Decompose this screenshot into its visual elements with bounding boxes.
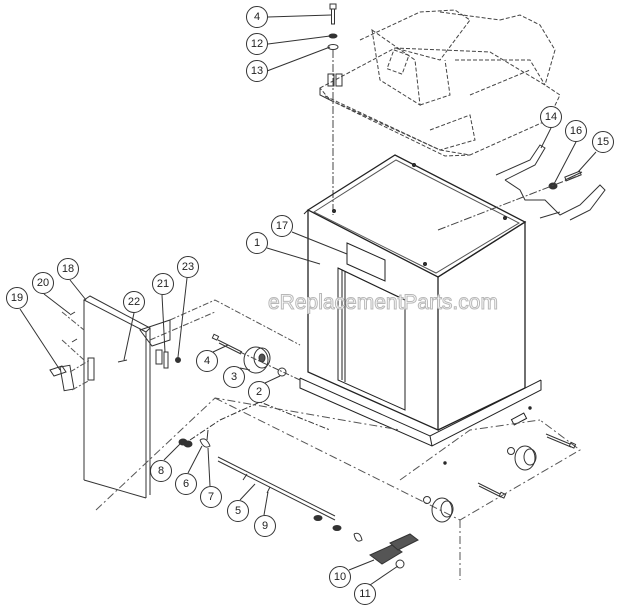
callout-5[interactable]: 5 xyxy=(227,500,249,522)
assembly-dash-lines xyxy=(96,398,580,580)
pedal-rod xyxy=(179,402,418,568)
callout-9[interactable]: 9 xyxy=(254,515,276,537)
callout-22[interactable]: 22 xyxy=(123,291,145,313)
callout-14[interactable]: 14 xyxy=(540,106,562,128)
callout-10[interactable]: 10 xyxy=(329,566,351,588)
bracket-assembly xyxy=(496,145,605,220)
callout-13[interactable]: 13 xyxy=(246,60,268,82)
top-bolt-4 xyxy=(328,4,338,50)
callout-23[interactable]: 23 xyxy=(177,256,199,278)
door-dash-lines xyxy=(62,300,300,390)
callout-17[interactable]: 17 xyxy=(271,215,293,237)
callout-2[interactable]: 2 xyxy=(248,381,270,403)
callout-21[interactable]: 21 xyxy=(152,273,174,295)
callout-15[interactable]: 15 xyxy=(592,131,614,153)
callout-12[interactable]: 12 xyxy=(246,33,268,55)
callout-6[interactable]: 6 xyxy=(175,473,197,495)
machine-head-tabs xyxy=(320,74,342,100)
callout-19[interactable]: 19 xyxy=(6,287,28,309)
callout-20[interactable]: 20 xyxy=(32,272,54,294)
casters-rear xyxy=(424,434,576,522)
watermark: eReplacementParts.com xyxy=(268,291,499,315)
bracket-axis xyxy=(438,175,580,230)
callout-8[interactable]: 8 xyxy=(150,460,172,482)
callout-1[interactable]: 1 xyxy=(246,232,268,254)
callout-16[interactable]: 16 xyxy=(565,120,587,142)
cabinet xyxy=(300,155,541,464)
caster-axis xyxy=(240,352,300,380)
callout-11[interactable]: 11 xyxy=(354,583,376,605)
leader-lines xyxy=(20,15,596,585)
callout-4[interactable]: 4 xyxy=(246,6,268,28)
callout-18[interactable]: 18 xyxy=(57,258,79,280)
callout-3[interactable]: 3 xyxy=(223,366,245,388)
machine-head-dashed xyxy=(320,10,560,156)
callout-4-caster[interactable]: 4 xyxy=(196,350,218,372)
callout-7[interactable]: 7 xyxy=(200,486,222,508)
